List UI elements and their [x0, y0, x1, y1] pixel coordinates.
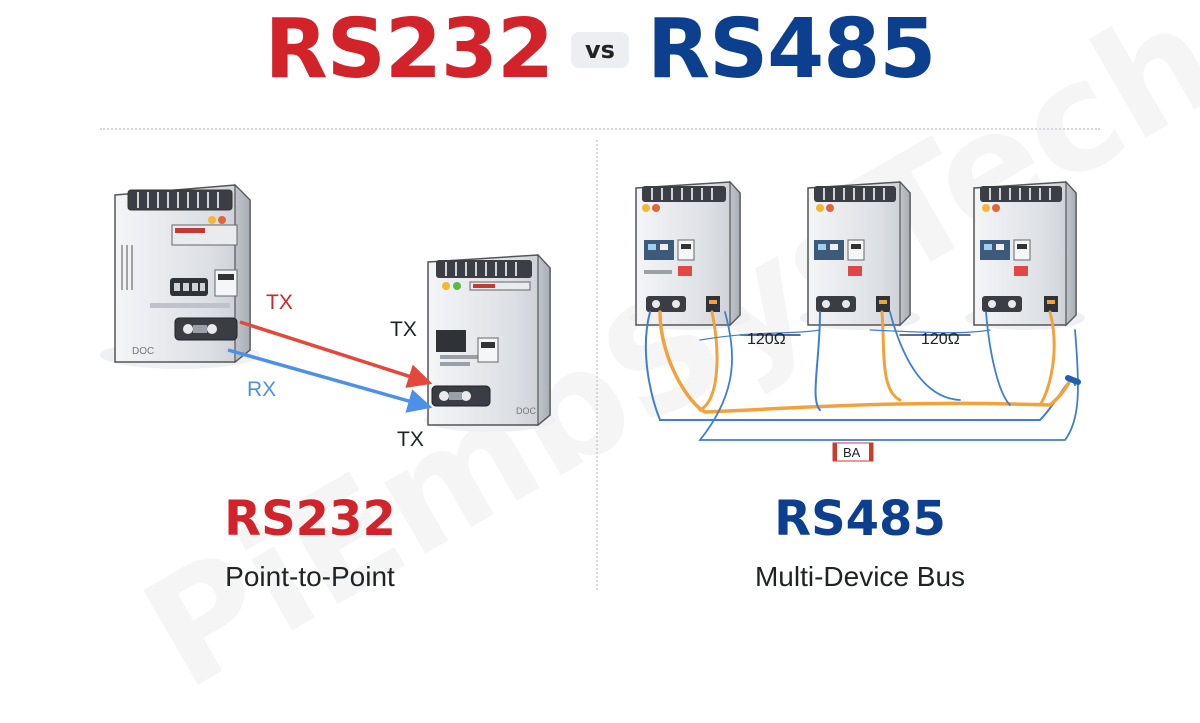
rs485-device-2	[800, 180, 920, 330]
diagram-illustration: DOC DOC	[100, 180, 1085, 462]
vertical-divider	[596, 140, 598, 590]
header-title-rs232: RS232	[264, 2, 554, 97]
status-led-icon	[208, 216, 216, 224]
rs232-device-small: DOC	[424, 253, 556, 432]
status-led-icon	[453, 282, 461, 290]
signal-label-tx-device: TX	[390, 318, 417, 341]
device-tag: DOC	[132, 346, 154, 357]
bus-label: BA	[843, 445, 861, 460]
status-led-icon	[652, 204, 660, 212]
signal-label-tx-bottom: TX	[397, 428, 424, 451]
rs485-device-3	[965, 180, 1085, 330]
signal-label-tx: TX	[266, 291, 293, 314]
horizontal-divider	[100, 128, 1100, 130]
status-led-icon	[442, 282, 450, 290]
rs485-device-1	[630, 180, 750, 330]
status-led-icon	[642, 204, 650, 212]
rx-line	[227, 348, 433, 413]
status-led-icon	[982, 204, 990, 212]
header: RS232 vs RS485	[0, 2, 1200, 97]
rs485-subtitle: Multi-Device Bus	[754, 561, 966, 592]
rs485-bus-wiring	[644, 310, 1081, 441]
header-title-rs485: RS485	[646, 2, 936, 97]
tx-line	[239, 320, 433, 388]
bus-label-box: BA	[832, 442, 874, 462]
status-led-icon	[218, 216, 226, 224]
status-led-icon	[816, 204, 824, 212]
status-led-icon	[826, 204, 834, 212]
terminator-label-2: 120Ω	[921, 331, 960, 348]
rs232-device-large: DOC	[100, 183, 260, 369]
terminator-label-1: 120Ω	[747, 331, 786, 348]
rs232-label: RS232	[224, 491, 396, 547]
rs485-label: RS485	[774, 491, 946, 547]
signal-label-rx: RX	[247, 378, 276, 401]
status-led-icon	[992, 204, 1000, 212]
rs232-subtitle: Point-to-Point	[225, 561, 395, 592]
vs-badge: vs	[571, 32, 629, 68]
svg-text:DOC: DOC	[516, 406, 537, 416]
